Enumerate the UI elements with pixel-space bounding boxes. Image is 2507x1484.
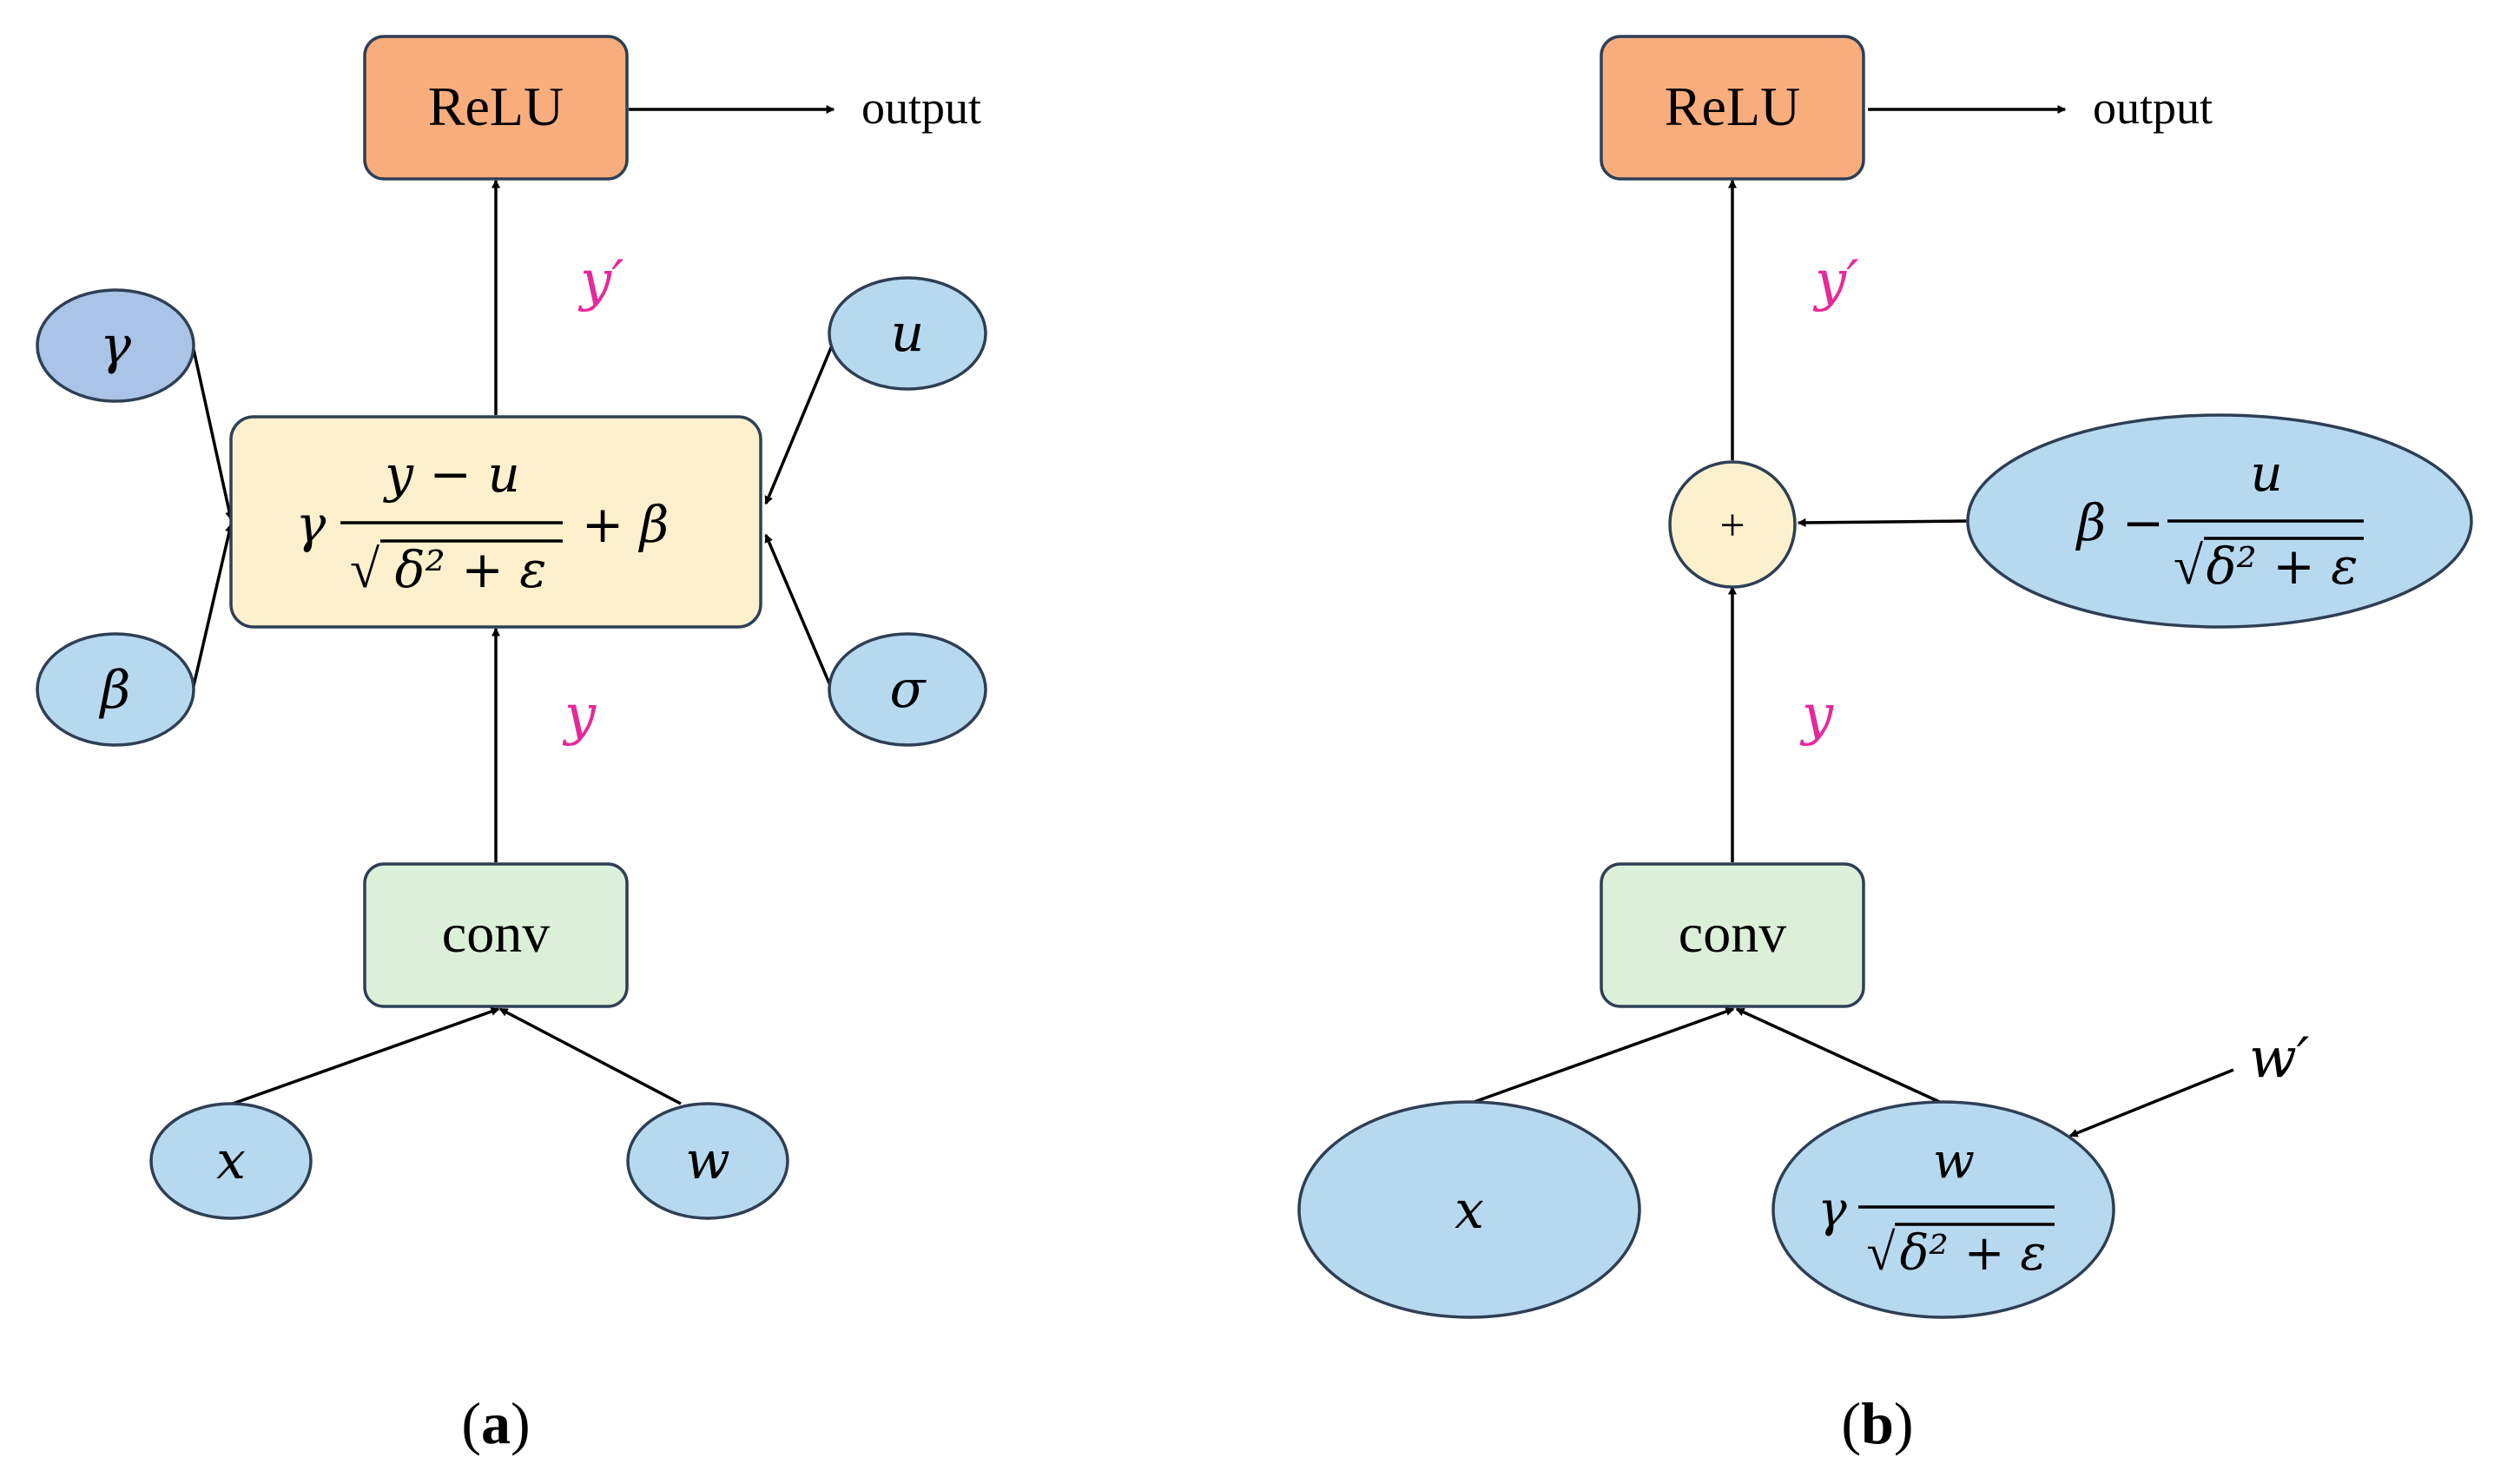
caption-a-open: ( bbox=[461, 1390, 481, 1456]
batchnorm-box: γ y − u √ δ² + ε + β bbox=[229, 415, 762, 629]
caption-b: (b) bbox=[1841, 1390, 1913, 1456]
y-label-b: y bbox=[1799, 683, 1834, 748]
y-label: y bbox=[562, 683, 597, 748]
caption-b-letter: b bbox=[1861, 1390, 1894, 1456]
formula-sqrt: √ bbox=[350, 540, 379, 599]
svg-text:(b): (b) bbox=[1841, 1390, 1913, 1456]
formula-denominator: δ² + ε bbox=[395, 540, 547, 599]
gamma-label: γ bbox=[100, 315, 131, 376]
batchnorm-formula: γ y − u √ δ² + ε + β bbox=[296, 445, 670, 599]
bias-beta-minus: β − bbox=[2075, 493, 2165, 552]
conv-box-a: conv bbox=[363, 862, 629, 1008]
bias-denominator: δ² + ε bbox=[2207, 537, 2359, 596]
panel-a-connectors bbox=[191, 105, 835, 1105]
caption-a-close: ) bbox=[511, 1390, 531, 1456]
weight-node: γ w √ δ² + ε bbox=[1771, 1100, 2115, 1319]
beta-label: β bbox=[99, 660, 131, 721]
arrow-u-to-bn bbox=[764, 345, 834, 505]
relu-box-b: ReLU bbox=[1600, 35, 1865, 181]
y-prime-label-b: y′ bbox=[1812, 249, 1859, 313]
conv-label: conv bbox=[442, 902, 550, 964]
y-prime-label: y′ bbox=[577, 249, 624, 313]
formula-plus-beta: + β bbox=[582, 495, 670, 554]
formula-numerator: y − u bbox=[382, 445, 520, 504]
x-node-b: x bbox=[1297, 1100, 1641, 1319]
arrow-sigma-to-bn bbox=[764, 533, 834, 690]
gamma-node: γ bbox=[36, 288, 195, 403]
arrow-gamma-to-bn bbox=[191, 345, 234, 521]
sigma-node: σ bbox=[828, 632, 987, 747]
bias-numerator: u bbox=[2250, 444, 2282, 503]
formula-gamma: γ bbox=[296, 495, 327, 554]
x-label-a: x bbox=[216, 1131, 246, 1191]
add-node: + bbox=[1668, 460, 1797, 589]
w-prime-label: w′ bbox=[2249, 1026, 2310, 1091]
svg-text:(a): (a) bbox=[461, 1390, 530, 1456]
arrow-x-to-conv bbox=[232, 1007, 500, 1105]
panel-b-connectors bbox=[1468, 105, 2234, 1138]
conv-box-b: conv bbox=[1600, 862, 1865, 1008]
x-node-a: x bbox=[149, 1102, 313, 1220]
u-label: u bbox=[891, 303, 925, 364]
weight-sqrt: √ bbox=[1867, 1223, 1896, 1281]
output-label: output bbox=[861, 82, 981, 134]
panel-b: ReLU output y′ y + β − u √ δ² + ε conv bbox=[1297, 35, 2473, 1456]
u-node: u bbox=[828, 276, 987, 391]
arrow-beta-to-bn bbox=[191, 523, 234, 690]
arrow-x-to-conv-b bbox=[1468, 1007, 1735, 1105]
w-node-a: w bbox=[626, 1102, 789, 1220]
bias-node: β − u √ δ² + ε bbox=[1966, 413, 2473, 629]
beta-node: β bbox=[36, 632, 195, 747]
bias-sqrt: √ bbox=[2174, 537, 2203, 596]
conv-label-b: conv bbox=[1679, 902, 1786, 964]
relu-label: ReLU bbox=[428, 76, 564, 137]
weight-numerator: w bbox=[1933, 1133, 1975, 1190]
caption-b-close: ) bbox=[1894, 1390, 1914, 1456]
add-label: + bbox=[1719, 501, 1745, 551]
arrow-w-prime-to-weight bbox=[2068, 1068, 2234, 1138]
relu-label-b: ReLU bbox=[1665, 76, 1800, 137]
arrow-bias-to-add bbox=[1797, 518, 1969, 527]
x-label-b: x bbox=[1455, 1180, 1484, 1241]
panel-a: ReLU output y′ y γ y − u √ δ² + ε + β co… bbox=[36, 35, 987, 1456]
relu-box-a: ReLU bbox=[363, 35, 629, 181]
caption-b-open: ( bbox=[1841, 1390, 1861, 1456]
caption-a-letter: a bbox=[481, 1390, 511, 1456]
caption-a: (a) bbox=[461, 1390, 530, 1456]
output-label-b: output bbox=[2093, 82, 2213, 134]
sigma-label: σ bbox=[890, 659, 927, 720]
arrow-weight-to-conv-b bbox=[1735, 1007, 1944, 1105]
arrow-w-to-conv bbox=[498, 1007, 682, 1105]
w-label-a: w bbox=[685, 1131, 729, 1191]
weight-denominator: δ² + ε bbox=[1900, 1225, 2047, 1282]
weight-gamma: γ bbox=[1818, 1182, 1847, 1238]
